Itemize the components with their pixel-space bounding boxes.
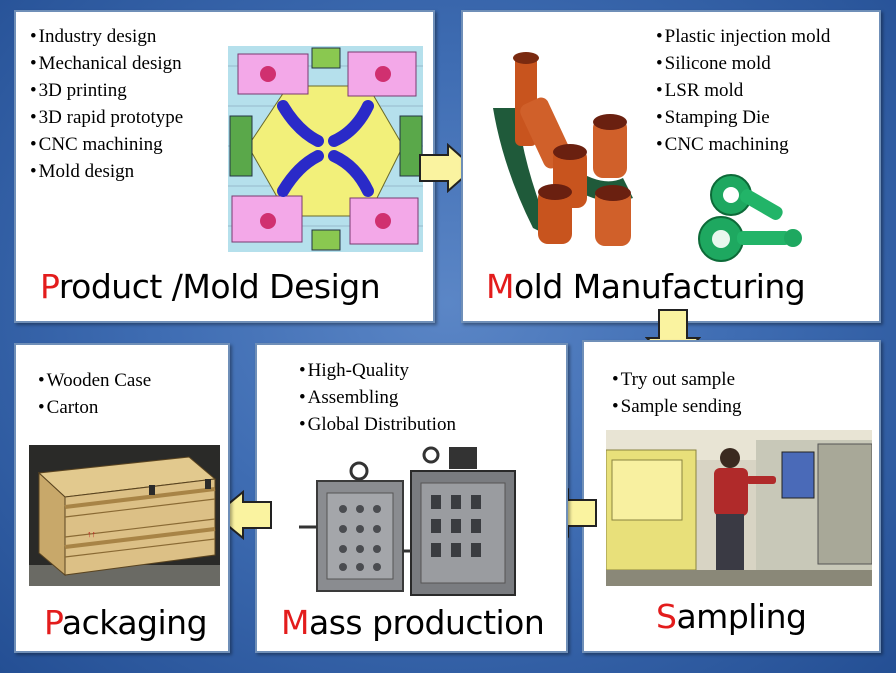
sampling-bullet-list: Try out sample Sample sending bbox=[612, 366, 742, 420]
stage-title-mass-production: Mass production bbox=[281, 603, 545, 642]
stage-card-mass-production: High-Quality Assembling Global Distribut… bbox=[255, 343, 568, 653]
list-item: 3D rapid prototype bbox=[30, 104, 184, 131]
list-item: Carton bbox=[38, 394, 151, 421]
wooden-crate-image: ↑↑ bbox=[29, 445, 220, 586]
list-item: Try out sample bbox=[612, 366, 742, 393]
stage-title-design: Product /Mold Design bbox=[40, 267, 381, 306]
manufacturing-bullet-list: Plastic injection mold Silicone mold LSR… bbox=[656, 23, 831, 158]
svg-text:↑↑: ↑↑ bbox=[87, 529, 96, 539]
mass-production-bullet-list: High-Quality Assembling Global Distribut… bbox=[299, 357, 456, 438]
list-item: CNC machining bbox=[30, 131, 183, 158]
stage-title-sampling: Sampling bbox=[656, 597, 807, 636]
list-item: Wooden Case bbox=[38, 367, 152, 394]
green-plastic-parts-image bbox=[693, 167, 813, 267]
stage-card-design: Industry design Mechanical design 3D pri… bbox=[14, 10, 435, 323]
injection-machine-operator-image bbox=[606, 430, 872, 586]
list-item: Plastic injection mold bbox=[656, 23, 831, 50]
pipe-fittings-image bbox=[483, 48, 643, 254]
list-item: Sample sending bbox=[612, 393, 742, 420]
list-item: Mold design bbox=[30, 158, 183, 185]
list-item: 3D printing bbox=[30, 77, 183, 104]
stage-title-manufacturing: Mold Manufacturing bbox=[486, 267, 806, 306]
cad-mold-design-image bbox=[228, 46, 423, 252]
list-item: Stamping Die bbox=[656, 104, 830, 131]
stage-card-packaging: Wooden Case Carton ↑↑ Packaging bbox=[14, 343, 230, 653]
list-item: CNC machining bbox=[656, 131, 830, 158]
list-item: Industry design bbox=[30, 23, 183, 50]
list-item: Mechanical design bbox=[30, 50, 183, 77]
steel-mold-image bbox=[299, 441, 525, 601]
list-item: Assembling bbox=[299, 384, 456, 411]
list-item: LSR mold bbox=[656, 77, 830, 104]
design-bullet-list: Industry design Mechanical design 3D pri… bbox=[30, 23, 184, 185]
stage-card-manufacturing: Plastic injection mold Silicone mold LSR… bbox=[461, 10, 881, 323]
stage-title-packaging: Packaging bbox=[44, 603, 208, 642]
packaging-bullet-list: Wooden Case Carton bbox=[38, 367, 152, 421]
list-item: Silicone mold bbox=[656, 50, 830, 77]
stage-card-sampling: Try out sample Sample sending Sampling bbox=[582, 340, 881, 653]
list-item: High-Quality bbox=[299, 357, 456, 384]
list-item: Global Distribution bbox=[299, 411, 456, 438]
